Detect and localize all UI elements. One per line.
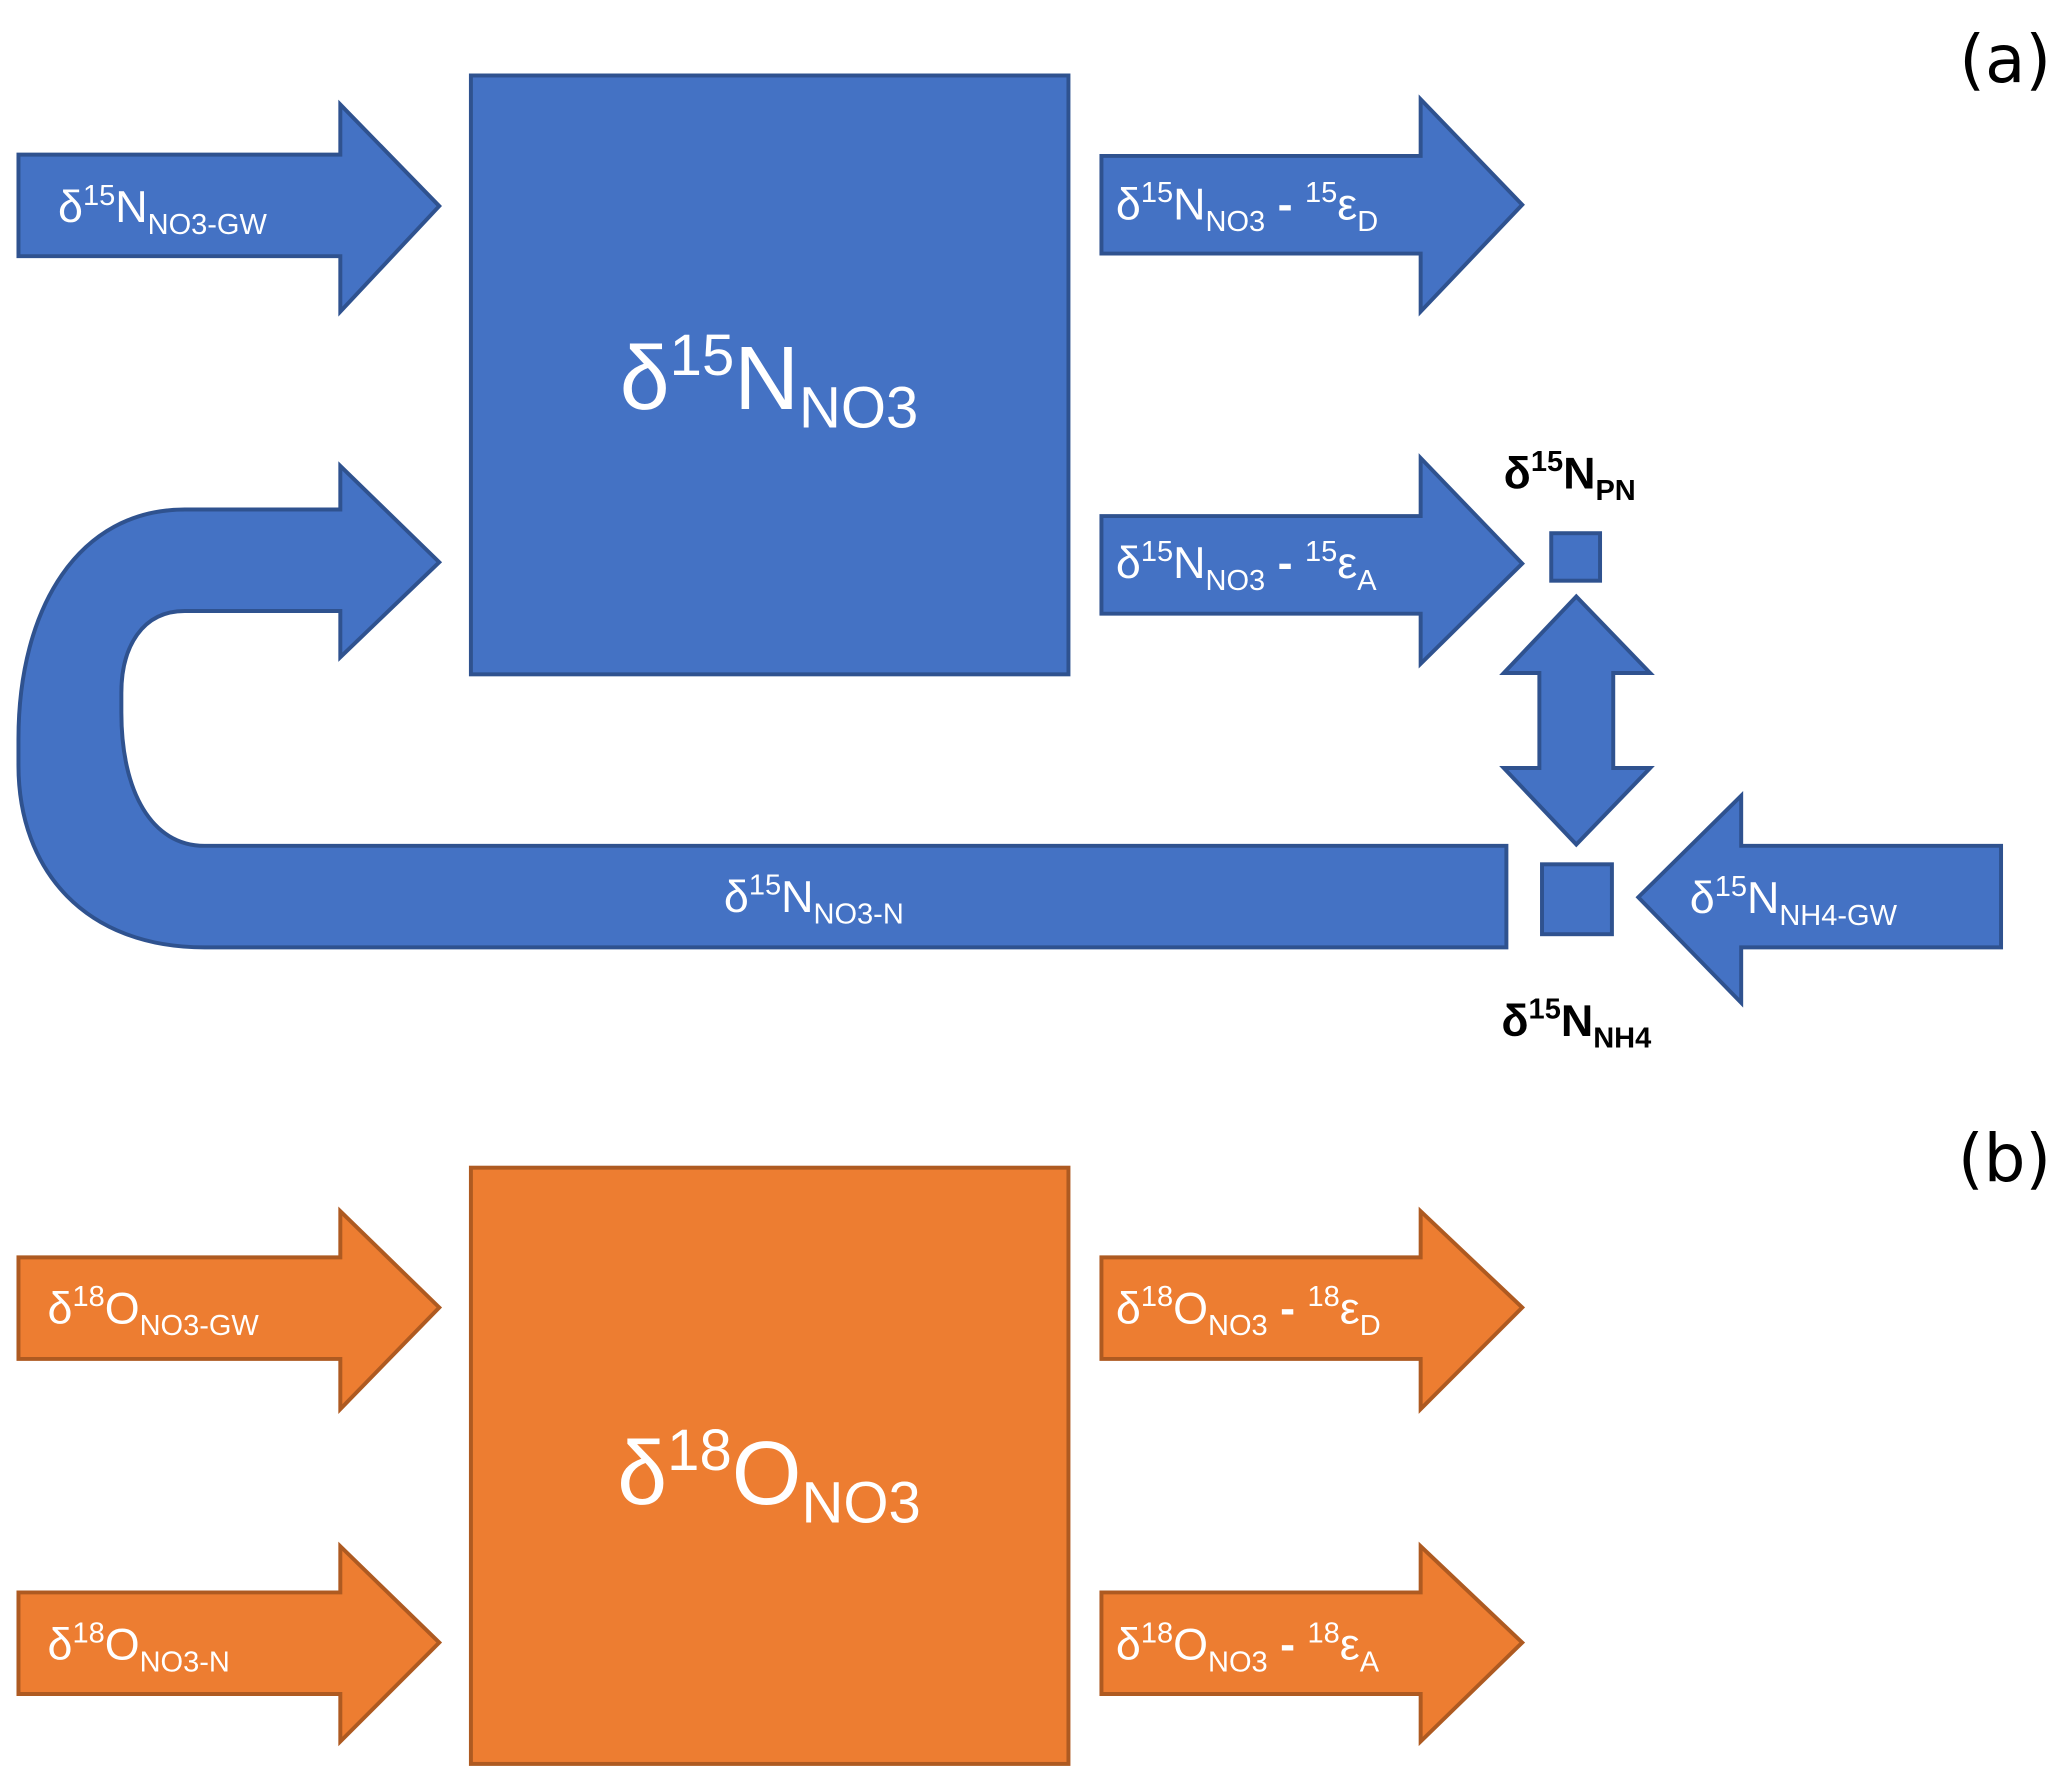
- panel-a: (a) δ15NNO3-GW δ15NNO3 δ15NNO3 - 15εD: [16, 21, 2051, 1055]
- pool-label: δ15NPN: [1504, 446, 1636, 507]
- arrow-label: δ15NNO3-GW: [58, 180, 267, 241]
- arrow-label: δ15NNO3 - 15εA: [1116, 536, 1377, 597]
- u-turn-arrow-icon: [16, 461, 1509, 950]
- right-arrow-icon: [16, 1541, 443, 1747]
- pool-box: [1549, 531, 1603, 583]
- arrow-label: δ18ONO3 - 18εA: [1116, 1618, 1380, 1679]
- pool-label: δ15NNH4: [1501, 994, 1651, 1055]
- pool-particulate-n: δ15NPN: [1504, 446, 1636, 583]
- arrow-label: δ18ONO3-N: [47, 1618, 229, 1679]
- panel-b: (b) δ18ONO3-GW δ18ONO3-N δ18ONO3: [16, 1120, 2051, 1766]
- arrow-output-denitrification-o: δ18ONO3 - 18εD: [1099, 1206, 1526, 1414]
- panel-a-tag: (a): [1959, 21, 2051, 98]
- right-arrow-icon: [16, 99, 442, 317]
- arrow-label: δ15NNO3 - 15εD: [1116, 177, 1378, 238]
- arrow-output-assimilation: δ15NNO3 - 15εA: [1099, 453, 1526, 669]
- right-arrow-icon: [16, 1206, 443, 1414]
- arrow-label: δ15NNO3-N: [724, 870, 904, 931]
- pool-nitrate-o: δ18ONO3: [468, 1165, 1071, 1766]
- arrow-output-assimilation-o: δ18ONO3 - 18εA: [1099, 1541, 1526, 1747]
- arrow-input-no3-groundwater: δ15NNO3-GW: [16, 99, 442, 317]
- pool-box: [468, 1165, 1071, 1766]
- pool-label: δ15NNO3: [620, 323, 919, 441]
- pool-nitrate-n: δ15NNO3: [468, 73, 1071, 677]
- arrow-label: δ15NNH4-GW: [1690, 871, 1898, 932]
- arrow-input-no3-groundwater-o: δ18ONO3-GW: [16, 1206, 443, 1414]
- arrow-nitrification-return: δ15NNO3-N: [16, 461, 1509, 950]
- right-arrow-icon: [1099, 94, 1525, 317]
- arrow-input-nitrification-o: δ18ONO3-N: [16, 1541, 443, 1747]
- arrow-input-nh4-groundwater: δ15NNH4-GW: [1635, 790, 2004, 1008]
- pool-label: δ18ONO3: [617, 1418, 921, 1536]
- arrow-output-denitrification: δ15NNO3 - 15εD: [1099, 94, 1525, 317]
- double-arrow-icon: [1499, 593, 1655, 848]
- right-arrow-icon: [1099, 1206, 1526, 1414]
- panel-b-tag: (b): [1958, 1120, 2051, 1197]
- right-arrow-icon: [1099, 453, 1526, 669]
- arrow-label: δ18ONO3 - 18εD: [1116, 1281, 1381, 1342]
- pool-box: [1540, 862, 1614, 937]
- pool-box: [468, 73, 1071, 677]
- right-arrow-icon: [1099, 1541, 1526, 1747]
- pool-ammonium: δ15NNH4: [1501, 862, 1651, 1055]
- arrow-label: δ18ONO3-GW: [47, 1281, 259, 1342]
- left-arrow-icon: [1635, 790, 2004, 1008]
